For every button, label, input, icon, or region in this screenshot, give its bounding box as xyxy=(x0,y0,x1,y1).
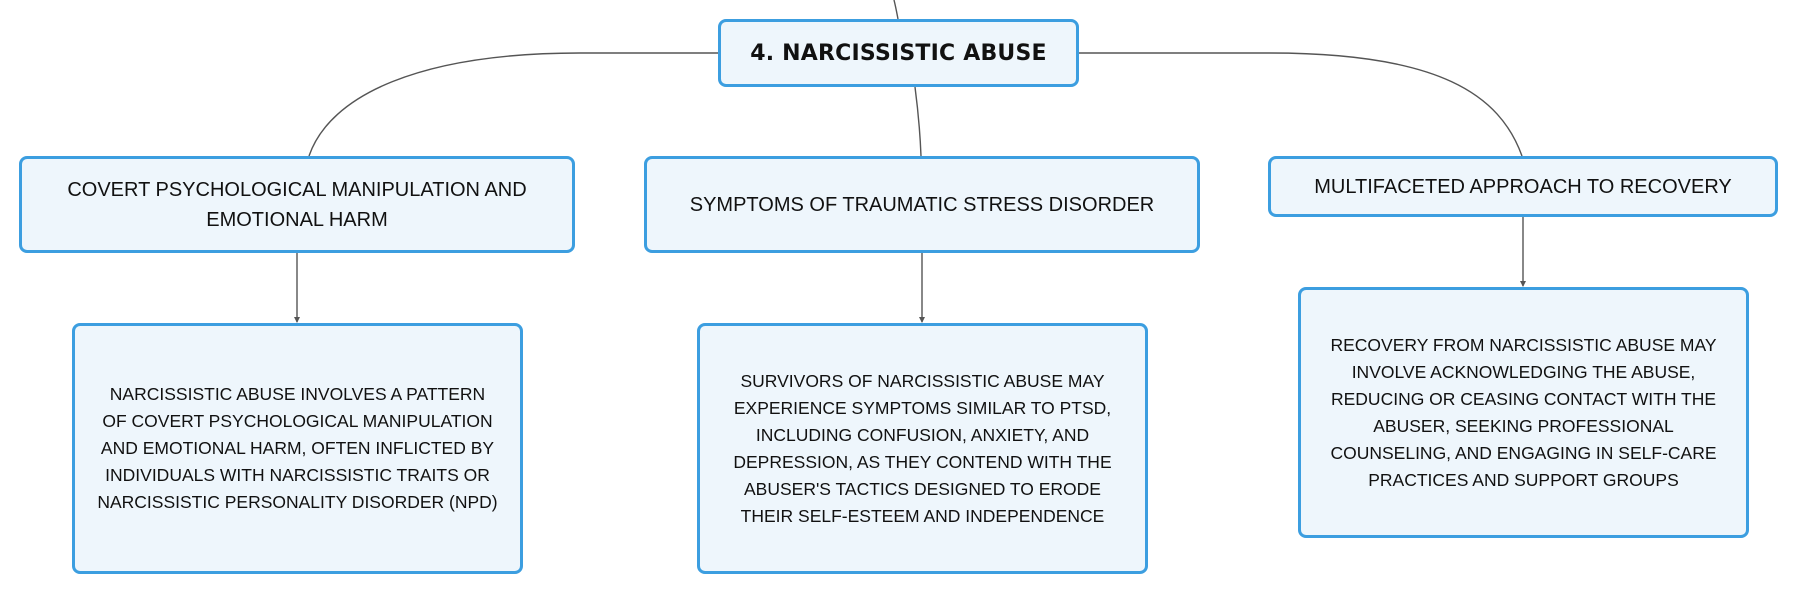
detail-text: SURVIVORS OF NARCISSISTIC ABUSE MAY EXPE… xyxy=(733,370,1112,526)
branch-node-recovery[interactable]: MULTIFACETED APPROACH TO RECOVERY xyxy=(1268,156,1778,217)
connector-root-to-branch-2 xyxy=(914,86,922,157)
detail-node-traumatic-stress[interactable]: SURVIVORS OF NARCISSISTIC ABUSE MAY EXPE… xyxy=(697,323,1148,574)
detail-node-covert-manipulation[interactable]: NARCISSISTIC ABUSE INVOLVES A PATTERN OF… xyxy=(72,323,523,574)
connector-root-to-branch-3 xyxy=(1079,52,1523,157)
root-topic-node[interactable]: 4. NARCISSISTIC ABUSE xyxy=(718,19,1079,87)
detail-node-recovery[interactable]: RECOVERY FROM NARCISSISTIC ABUSE MAY INV… xyxy=(1298,287,1749,538)
branch-node-traumatic-stress[interactable]: SYMPTOMS OF TRAUMATIC STRESS DISORDER xyxy=(644,156,1200,253)
root-topic-label: 4. NARCISSISTIC ABUSE xyxy=(750,40,1047,66)
connector-root-to-branch-1 xyxy=(308,52,718,157)
branch-label: SYMPTOMS OF TRAUMATIC STRESS DISORDER xyxy=(689,193,1155,216)
detail-text: NARCISSISTIC ABUSE INVOLVES A PATTERN OF… xyxy=(97,384,498,512)
branch-node-covert-manipulation[interactable]: COVERT PSYCHOLOGICAL MANIPULATION AND EM… xyxy=(19,156,575,253)
branch-label: COVERT PSYCHOLOGICAL MANIPULATION AND EM… xyxy=(67,178,527,231)
detail-text: RECOVERY FROM NARCISSISTIC ABUSE MAY INV… xyxy=(1330,334,1717,490)
parent-connector-line xyxy=(893,0,899,20)
branch-label: MULTIFACETED APPROACH TO RECOVERY xyxy=(1314,175,1732,198)
